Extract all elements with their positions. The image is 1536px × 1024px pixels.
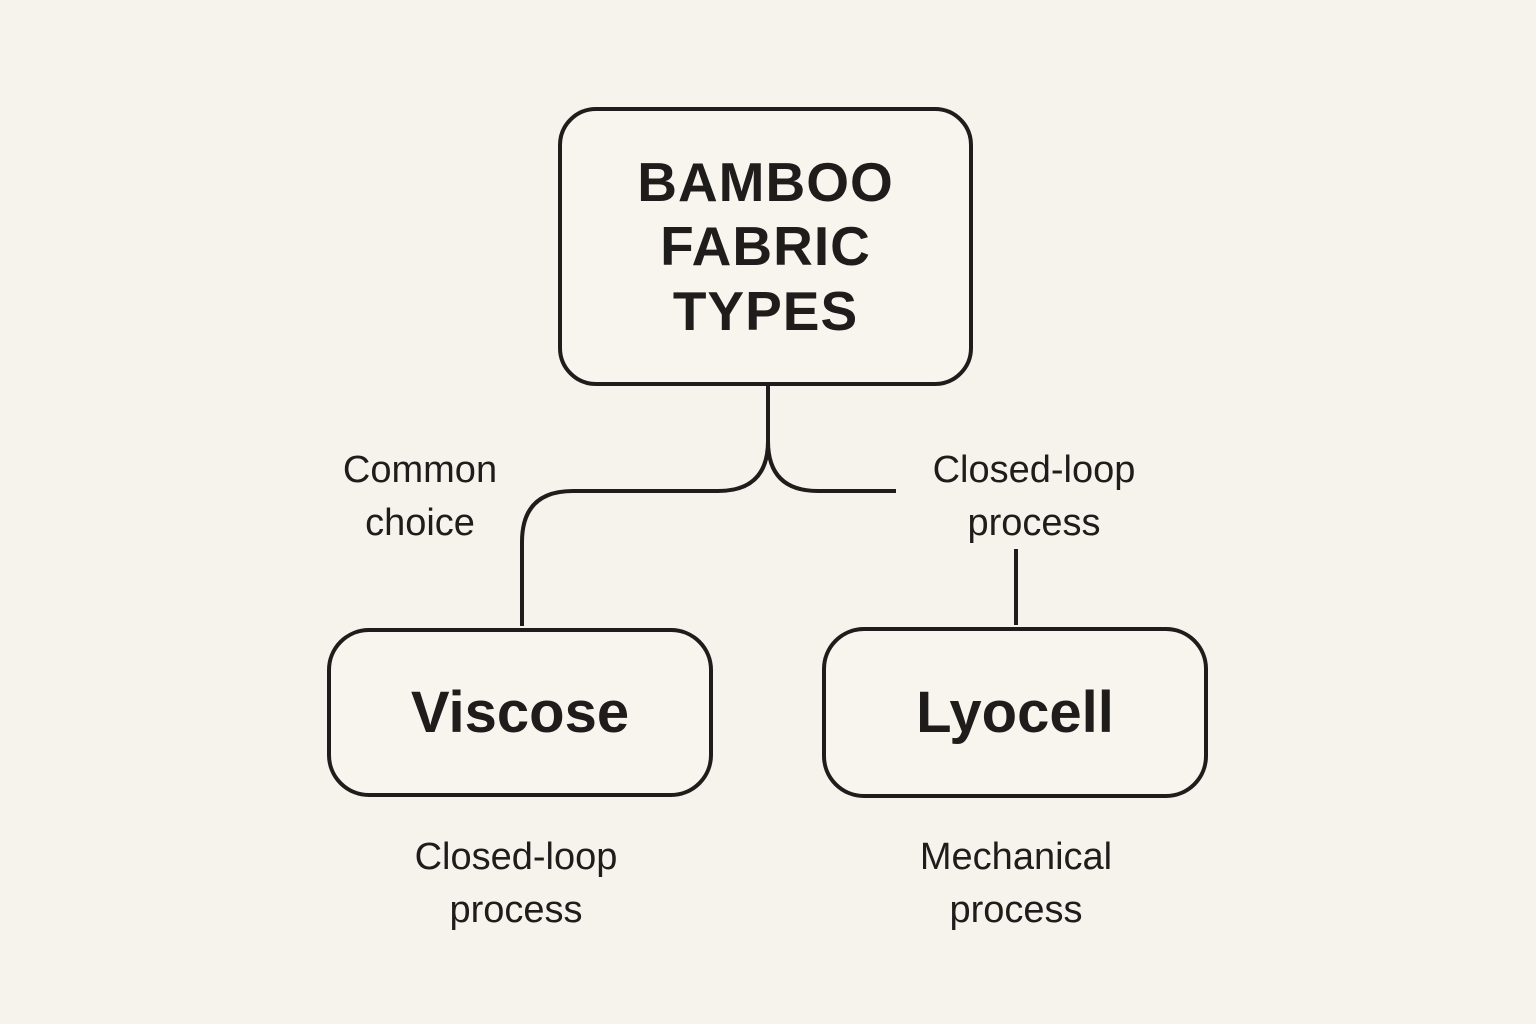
edge-label-closed-loop-process: Closed-loop process [932,449,1136,544]
viscose-node: Viscose [327,628,713,797]
connector-root-to-viscose [520,386,770,626]
root-node-bamboo-fabric-types: BAMBOO FABRIC TYPES [558,107,973,386]
lyocell-node: Lyocell [822,627,1208,798]
edge-label-common-choice: Common choice [342,449,498,544]
root-node-label: BAMBOO FABRIC TYPES [637,150,894,342]
viscose-caption: Closed-loop process [414,836,618,931]
viscose-node-label: Viscose [410,680,630,745]
lyocell-caption: Mechanical process [919,836,1113,931]
connector-root-to-right-branch [766,386,896,493]
lyocell-node-label: Lyocell [916,680,1114,745]
